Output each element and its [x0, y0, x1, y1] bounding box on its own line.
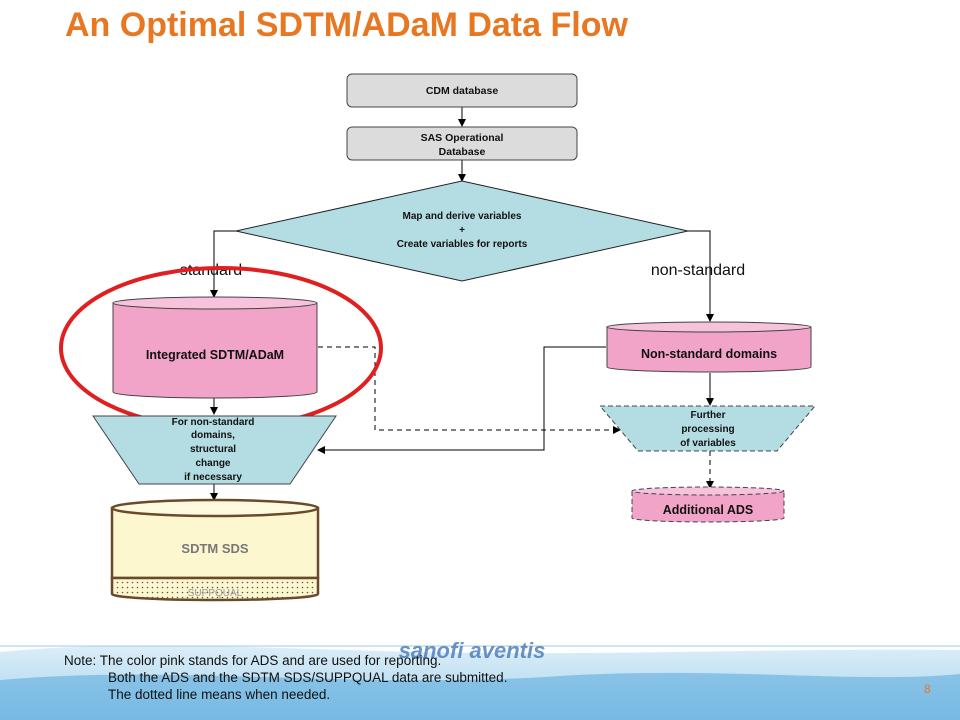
sdtm-sds-label: SDTM SDS: [181, 541, 249, 556]
map-derive-decision: Map and derive variables + Create variab…: [235, 180, 689, 282]
nonstandard-domains-cylinder: Non-standard domains: [606, 321, 812, 373]
structural-line-1: For non-standard: [172, 417, 255, 428]
structural-line-5: if necessary: [184, 472, 242, 483]
integrated-sdtm-adam-label: Integrated SDTM/ADaM: [146, 348, 284, 362]
cdm-database-label: CDM database: [426, 85, 499, 97]
cdm-database-box: CDM database: [346, 73, 578, 108]
sas-operational-database-box: SAS Operational Database: [346, 126, 578, 161]
suppqual-label: SUPPQUAL: [188, 588, 243, 599]
nonstandard-branch-label: non-standard: [651, 262, 745, 279]
integrated-sdtm-adam-cylinder: Integrated SDTM/ADaM: [112, 296, 318, 399]
further-processing-trapezoid: Further processing of variables: [598, 405, 817, 452]
map-derive-line-3: Create variables for reports: [397, 239, 528, 250]
page-title: An Optimal SDTM/ADaM Data Flow: [65, 6, 628, 44]
footnote-line-1: Note: The color pink stands for ADS and …: [64, 653, 442, 668]
map-derive-plus: +: [459, 225, 465, 236]
sas-database-label: Database: [439, 146, 486, 158]
structural-line-2: domains,: [191, 430, 235, 441]
flow-connectors: [210, 107, 714, 501]
additional-ads-label: Additional ADS: [663, 503, 754, 517]
further-line-1: Further: [691, 410, 726, 421]
map-derive-line-1: Map and derive variables: [403, 211, 522, 222]
structural-line-3: structural: [190, 444, 236, 455]
nonstandard-domains-label: Non-standard domains: [641, 347, 777, 361]
further-line-3: of variables: [680, 438, 736, 449]
footnote-line-2: Both the ADS and the SDTM SDS/SUPPQUAL d…: [108, 670, 508, 685]
additional-ads-cylinder: Additional ADS: [631, 486, 785, 523]
footer-wave-banner: [0, 645, 960, 720]
page-number: 8: [924, 682, 931, 696]
sdtm-sds-cylinder: SDTM SDS SUPPQUAL: [110, 498, 320, 602]
structural-line-4: change: [195, 458, 230, 469]
sanofi-aventis-logo: sanofi aventis: [399, 638, 546, 663]
further-line-2: processing: [681, 424, 734, 435]
sas-operational-label: SAS Operational: [421, 132, 504, 144]
footnote-line-3: The dotted line means when needed.: [108, 687, 331, 702]
footnote: Note: The color pink stands for ADS and …: [64, 652, 507, 703]
structural-change-trapezoid: For non-standard domains, structural cha…: [92, 415, 337, 485]
